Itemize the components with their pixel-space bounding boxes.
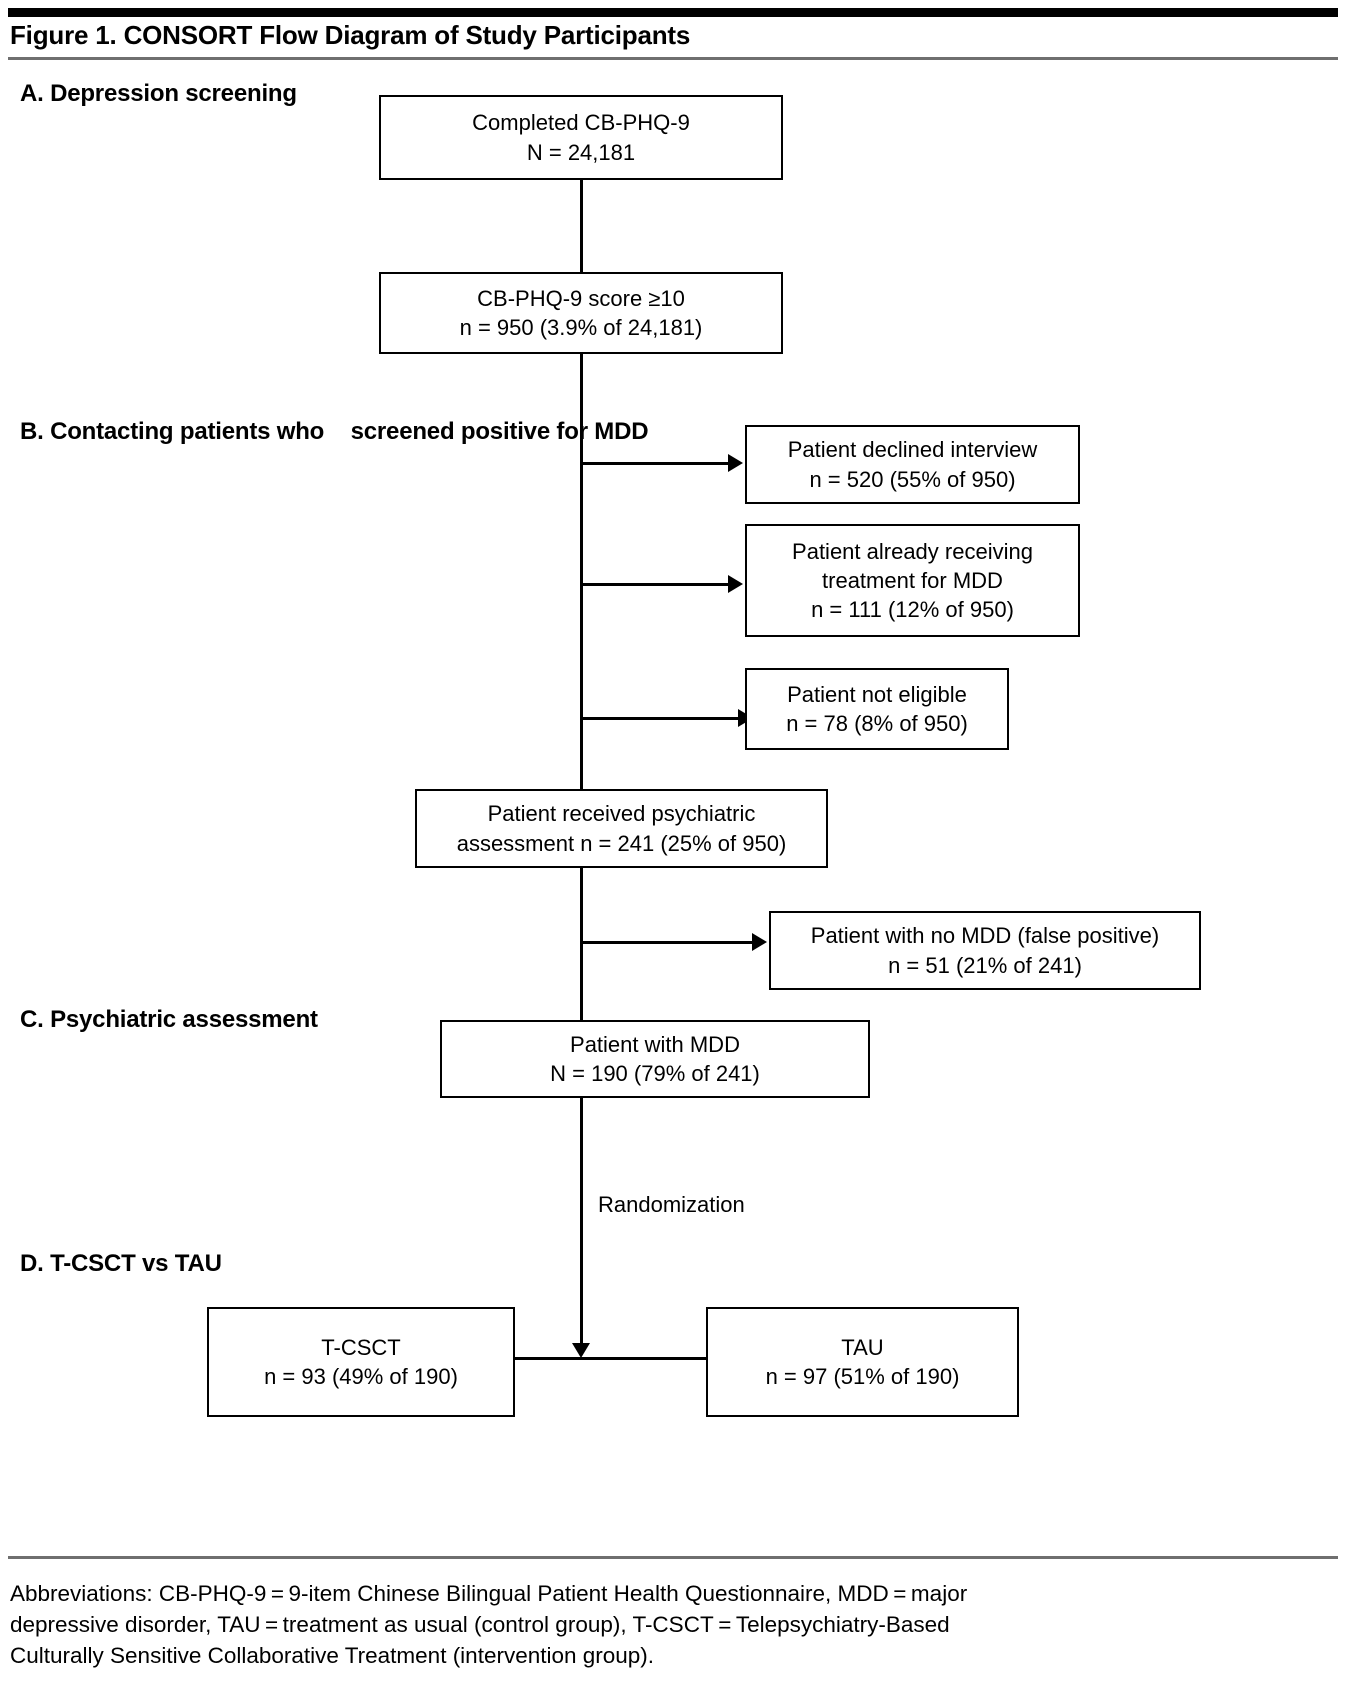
node-arm-tcsct-line1: T-CSCT	[321, 1334, 401, 1360]
node-screen-positive-line1: CB-PHQ-9 score ≥10	[477, 285, 685, 311]
node-arm-tau: TAU n = 97 (51% of 190)	[706, 1307, 1019, 1417]
branch-line-not-eligible	[580, 717, 738, 720]
node-patient-with-mdd-line2: N = 190 (79% of 241)	[550, 1061, 760, 1086]
branch-line-declined	[580, 462, 728, 465]
branch-arrow-false-positive	[752, 933, 767, 951]
node-false-positive-line2: n = 51 (21% of 241)	[888, 952, 1082, 978]
abbreviations-line2: depressive disorder, TAU = treatment as …	[10, 1612, 950, 1638]
node-screen-positive-line2: n = 950 (3.9% of 24,181)	[459, 315, 703, 340]
node-received-assessment-line2: assessment n = 241 (25% of 950)	[456, 830, 787, 856]
section-label-b-line2: screened positive for MDD	[350, 418, 649, 445]
node-already-receiving-treatment-line2: treatment for MDD	[822, 567, 1003, 593]
section-label-d: D. T-CSCT vs TAU	[20, 1250, 222, 1277]
branch-line-false-positive	[580, 941, 752, 944]
node-arm-tau-line1: TAU	[841, 1334, 884, 1360]
branch-arrow-already-treated	[728, 575, 743, 593]
node-not-eligible-line1: Patient not eligible	[787, 681, 967, 707]
node-not-eligible-line2: n = 78 (8% of 950)	[786, 711, 968, 736]
node-arm-tcsct: T-CSCT n = 93 (49% of 190)	[207, 1307, 515, 1417]
abbreviations-line1: Abbreviations: CB-PHQ-9 = 9-item Chinese…	[10, 1581, 968, 1606]
footer-rule	[8, 1556, 1338, 1559]
node-already-receiving-treatment-line1: Patient already receiving	[792, 538, 1033, 564]
abbreviations-line3: Culturally Sensitive Collaborative Treat…	[10, 1643, 655, 1669]
node-patient-with-mdd: Patient with MDD N = 190 (79% of 241)	[440, 1020, 870, 1098]
node-already-receiving-treatment: Patient already receiving treatment for …	[745, 524, 1080, 637]
node-not-eligible: Patient not eligible n = 78 (8% of 950)	[745, 668, 1009, 750]
node-declined-interview: Patient declined interview n = 520 (55% …	[745, 425, 1080, 504]
node-completed-screening-line1: Completed CB-PHQ-9	[472, 110, 690, 136]
connector-positive-spine	[580, 354, 583, 789]
randomization-label: Randomization	[598, 1192, 745, 1217]
node-declined-interview-line2: n = 520 (55% of 950)	[809, 466, 1016, 492]
node-false-positive: Patient with no MDD (false positive) n =…	[769, 911, 1201, 990]
section-label-a: A. Depression screening	[20, 80, 297, 107]
branch-arrow-declined	[728, 454, 743, 472]
section-label-c: C. Psychiatric assessment	[20, 1006, 318, 1033]
node-completed-screening: Completed CB-PHQ-9 N = 24,181	[379, 95, 783, 180]
figure-title: Figure 1. CONSORT Flow Diagram of Study …	[10, 20, 691, 50]
connector-screened-to-positive	[580, 180, 583, 272]
node-completed-screening-line2: N = 24,181	[526, 139, 636, 165]
connector-split-bar	[513, 1357, 709, 1360]
node-arm-tcsct-line2: n = 93 (49% of 190)	[264, 1364, 458, 1389]
node-received-assessment-line1: Patient received psychiatric	[487, 801, 756, 827]
node-false-positive-line1: Patient with no MDD (false positive)	[810, 923, 1160, 949]
node-patient-with-mdd-line1: Patient with MDD	[570, 1031, 740, 1057]
title-underrule	[8, 57, 1338, 60]
section-label-b: B. Contacting patients who screened posi…	[20, 418, 649, 446]
node-screen-positive: CB-PHQ-9 score ≥10 n = 950 (3.9% of 24,1…	[379, 272, 783, 354]
section-label-b-line1: B. Contacting patients who	[20, 418, 325, 445]
connector-randomization-spine	[580, 1098, 583, 1351]
top-rule-thick	[8, 8, 1338, 17]
node-declined-interview-line1: Patient declined interview	[787, 437, 1038, 463]
node-already-receiving-treatment-line3: n = 111 (12% of 950)	[811, 597, 1014, 623]
abbreviations-note: Abbreviations: CB-PHQ-9 = 9-item Chinese…	[10, 1578, 1330, 1671]
node-arm-tau-line2: n = 97 (51% of 190)	[765, 1364, 960, 1389]
arrow-randomization-down	[572, 1343, 590, 1358]
branch-line-already-treated	[580, 583, 728, 586]
connector-assessed-spine	[580, 868, 583, 1020]
node-received-assessment: Patient received psychiatric assessment …	[415, 789, 828, 868]
